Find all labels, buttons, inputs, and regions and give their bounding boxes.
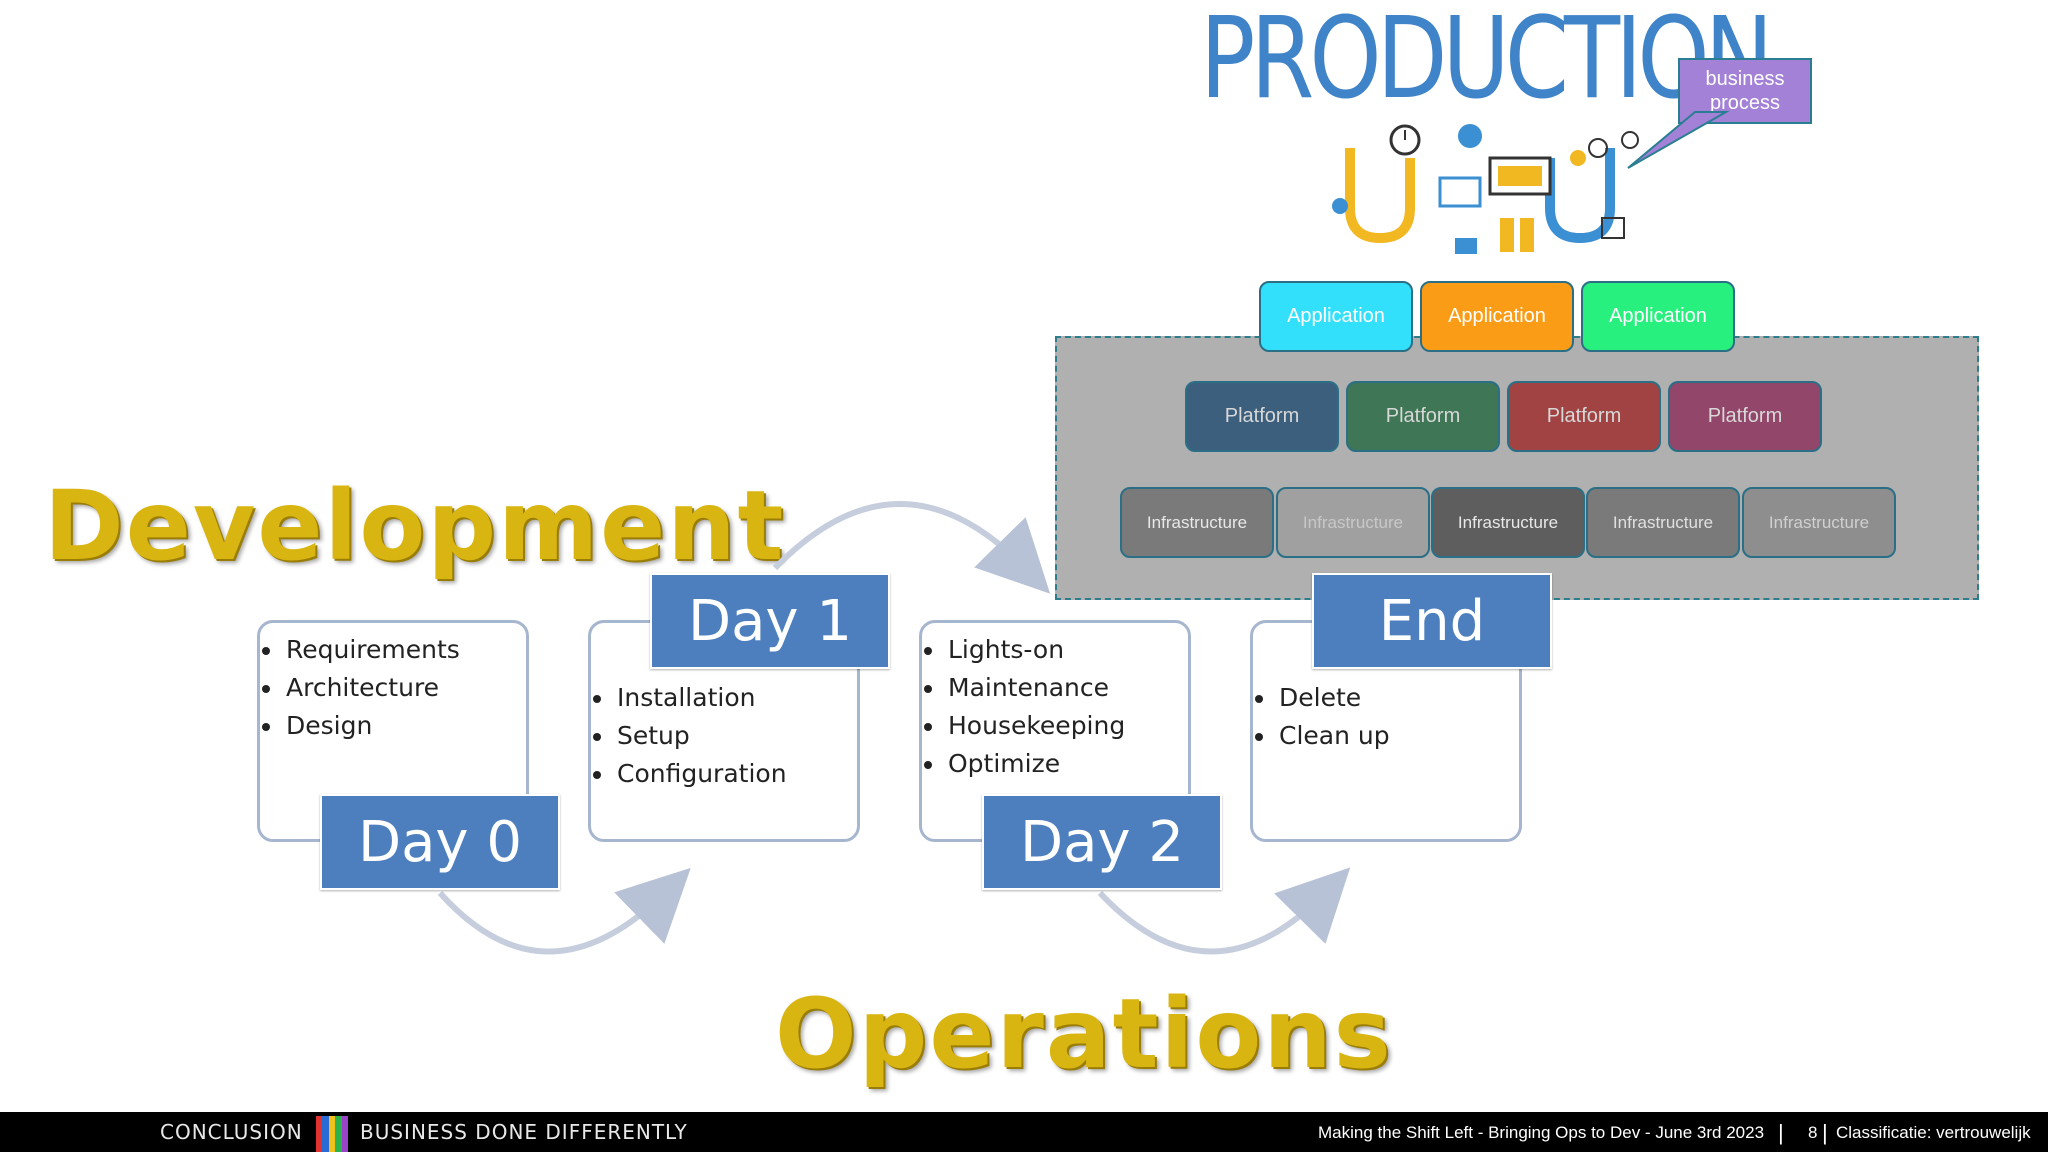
infrastructure-box-5: Infrastructure bbox=[1742, 487, 1896, 558]
platform-label: Platform bbox=[1707, 405, 1783, 427]
infrastructure-box-2: Infrastructure bbox=[1276, 487, 1430, 558]
arrow-day1-day2 bbox=[772, 501, 1051, 594]
application-box-2: Application bbox=[1420, 281, 1574, 352]
footer-separator: | bbox=[1822, 1120, 1828, 1145]
list-item: Design bbox=[284, 707, 526, 745]
platform-label: Platform bbox=[1385, 405, 1461, 427]
infrastructure-box-1: Infrastructure bbox=[1120, 487, 1274, 558]
platform-box-1: Platform bbox=[1185, 381, 1339, 452]
day1-card: Installation Setup Configuration bbox=[588, 620, 860, 842]
operations-heading: Operations bbox=[775, 978, 1393, 1090]
footer-brand: CONCLUSION bbox=[160, 1120, 303, 1144]
list-item: Clean up bbox=[1277, 717, 1519, 755]
brand-stripes bbox=[316, 1116, 349, 1152]
classification-label: Classificatie: vertrouwelijk bbox=[1836, 1123, 2031, 1142]
infrastructure-label: Infrastructure bbox=[1768, 512, 1870, 532]
day0-label: Day 0 bbox=[320, 794, 560, 890]
application-label: Application bbox=[1287, 305, 1385, 327]
production-title: PRODUCTION bbox=[1200, 0, 1773, 124]
end-label: End bbox=[1312, 573, 1552, 669]
application-label: Application bbox=[1609, 305, 1707, 327]
callout-text: business process bbox=[1705, 68, 1785, 114]
infrastructure-label: Infrastructure bbox=[1612, 512, 1714, 532]
arrow-day0-day1 bbox=[437, 867, 691, 955]
page-number: 8 bbox=[1808, 1123, 1818, 1142]
platform-label: Platform bbox=[1224, 405, 1300, 427]
day2-label: Day 2 bbox=[982, 794, 1222, 890]
infrastructure-label: Infrastructure bbox=[1146, 512, 1248, 532]
platform-label: Platform bbox=[1546, 405, 1622, 427]
list-item: Architecture bbox=[284, 669, 526, 707]
infrastructure-label: Infrastructure bbox=[1457, 512, 1559, 532]
production-illustration bbox=[1332, 124, 1639, 254]
list-item: Installation bbox=[615, 679, 857, 717]
list-item: Delete bbox=[1277, 679, 1519, 717]
platform-box-3: Platform bbox=[1507, 381, 1661, 452]
list-item: Optimize bbox=[946, 745, 1188, 783]
infrastructure-label: Infrastructure bbox=[1302, 512, 1404, 532]
footer-presentation-title: Making the Shift Left - Bringing Ops to … bbox=[1318, 1123, 1765, 1142]
infrastructure-box-3: Infrastructure bbox=[1431, 487, 1585, 558]
footer-bar: CONCLUSION BUSINESS DONE DIFFERENTLY Mak… bbox=[0, 1112, 2048, 1152]
callout-pointer bbox=[1627, 111, 1730, 169]
platform-box-4: Platform bbox=[1668, 381, 1822, 452]
platform-box-2: Platform bbox=[1346, 381, 1500, 452]
infrastructure-box-4: Infrastructure bbox=[1586, 487, 1740, 558]
list-item: Lights-on bbox=[946, 631, 1188, 669]
list-item: Configuration bbox=[615, 755, 857, 793]
application-box-3: Application bbox=[1581, 281, 1735, 352]
day1-label: Day 1 bbox=[650, 573, 890, 669]
application-box-1: Application bbox=[1259, 281, 1413, 352]
arrow-day2-end bbox=[1097, 867, 1351, 955]
list-item: Housekeeping bbox=[946, 707, 1188, 745]
list-item: Requirements bbox=[284, 631, 526, 669]
footer-tagline: BUSINESS DONE DIFFERENTLY bbox=[360, 1120, 688, 1144]
footer-separator: | bbox=[1778, 1120, 1784, 1145]
application-label: Application bbox=[1448, 305, 1546, 327]
list-item: Setup bbox=[615, 717, 857, 755]
list-item: Maintenance bbox=[946, 669, 1188, 707]
development-heading: Development bbox=[44, 470, 786, 582]
